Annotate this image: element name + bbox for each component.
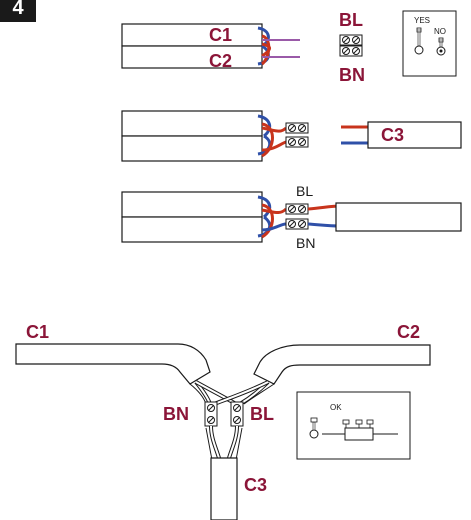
yes-label: YES bbox=[414, 16, 431, 25]
c3-label-bottom: C3 bbox=[244, 475, 268, 495]
row2-c3-cable bbox=[341, 121, 462, 149]
c2-label: C2 bbox=[209, 51, 233, 71]
bl-label-row3: BL bbox=[296, 183, 314, 199]
bn-label: BN bbox=[339, 65, 365, 85]
bn-label-row3: BN bbox=[296, 235, 316, 251]
row2-cables bbox=[121, 110, 288, 162]
row3-c3-cable bbox=[307, 202, 462, 232]
yes-no-panel bbox=[402, 10, 457, 77]
c2-label-bottom: C2 bbox=[397, 322, 421, 342]
c1-label-bottom: C1 bbox=[26, 322, 50, 342]
bl-label-bottom: BL bbox=[250, 404, 274, 424]
ok-label: OK bbox=[330, 403, 342, 412]
bn-label-bottom: BN bbox=[163, 404, 189, 424]
c3-label-row2: C3 bbox=[381, 125, 405, 145]
row1-terminal-blocks bbox=[339, 34, 363, 57]
bl-label: BL bbox=[339, 10, 363, 30]
row3-cables bbox=[121, 191, 288, 243]
row3-terminal-blocks bbox=[285, 203, 309, 230]
ok-panel bbox=[296, 391, 411, 460]
step-number-badge: 4 bbox=[0, 0, 36, 22]
no-label: NO bbox=[434, 27, 446, 36]
c3-cable bbox=[210, 457, 238, 520]
y-junction-terminal-blocks bbox=[204, 401, 244, 427]
c1-label: C1 bbox=[209, 25, 233, 45]
c3-down-wires bbox=[205, 425, 243, 461]
row2-terminal-blocks bbox=[285, 122, 309, 148]
row1-cables bbox=[121, 23, 300, 69]
